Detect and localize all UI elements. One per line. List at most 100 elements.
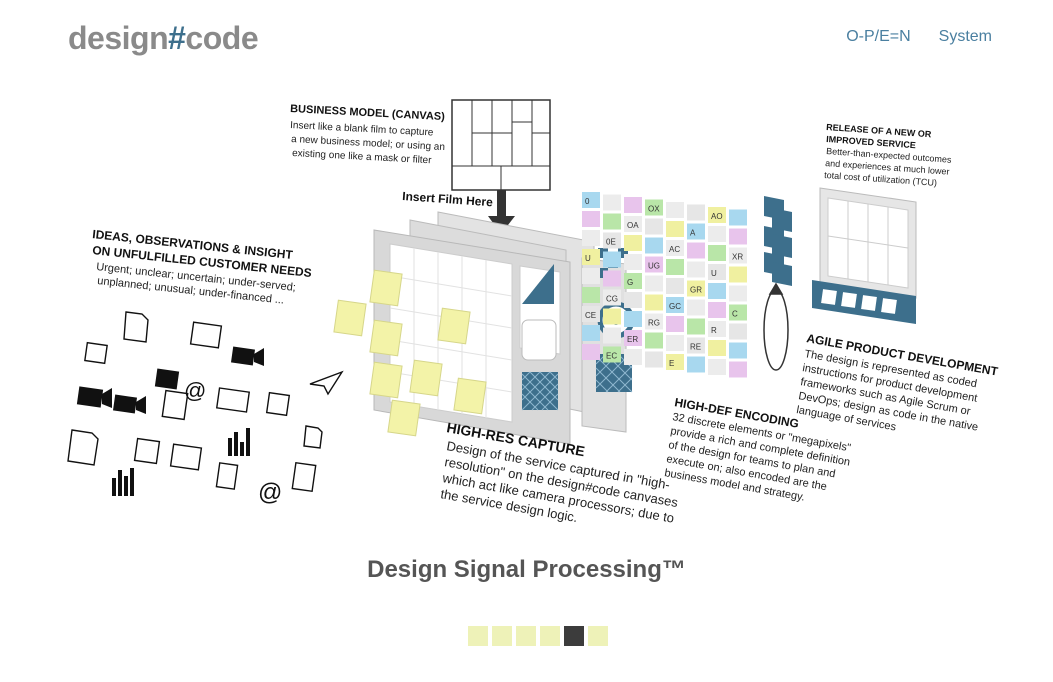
nav-link-system[interactable]: System xyxy=(938,28,992,45)
encoding-cell xyxy=(582,325,600,341)
bar-chart-icon xyxy=(112,468,134,496)
encoding-cell xyxy=(729,228,747,245)
encoding-cell xyxy=(666,259,684,275)
envelope-icon xyxy=(215,387,251,413)
encoding-cell xyxy=(666,278,684,294)
encoding-cell xyxy=(582,344,600,360)
release-service-panel xyxy=(812,187,917,324)
book-icon xyxy=(265,391,291,417)
encoding-code-label: A xyxy=(690,229,696,238)
encoding-cell xyxy=(645,218,663,235)
encoding-code-label: XR xyxy=(732,253,743,262)
encoding-cell xyxy=(687,223,705,240)
ideas-icon-cloud xyxy=(67,311,344,493)
photo-stack-icon xyxy=(161,389,189,421)
encoding-cell xyxy=(708,264,726,280)
encoding-cell xyxy=(645,256,663,273)
business-model-canvas xyxy=(451,99,551,191)
site-logo[interactable]: design#code xyxy=(68,20,259,57)
encoding-code-label: GR xyxy=(690,286,702,295)
encoding-cell xyxy=(708,302,726,318)
encoding-cell xyxy=(645,351,663,368)
encoding-cell xyxy=(666,297,684,313)
encoding-code-label: RE xyxy=(690,343,701,352)
logo-hash: # xyxy=(168,20,186,56)
encoding-cell xyxy=(645,294,663,311)
encoding-cell xyxy=(666,240,684,256)
encoding-cell xyxy=(603,232,621,249)
encoding-cell xyxy=(687,318,705,335)
encoding-cell xyxy=(603,194,621,211)
encoding-cell xyxy=(708,245,726,261)
nav-link-open[interactable]: O-P/E=N xyxy=(846,28,911,45)
encoding-cell xyxy=(582,268,600,284)
encoding-cell xyxy=(708,283,726,299)
encoding-cell xyxy=(687,204,705,221)
encoding-code-label: U xyxy=(585,254,591,263)
encoding-code-label: 0E xyxy=(606,238,616,247)
design-signal-processing-diagram: BUSINESS MODEL (CANVAS) Insert like a bl… xyxy=(67,99,1000,526)
encoding-cell xyxy=(624,349,642,365)
at-sign-icon: @ xyxy=(258,479,282,506)
encoding-code-label: E xyxy=(669,359,674,368)
attachment-icon xyxy=(291,461,317,493)
encoding-code-label: RG xyxy=(648,319,660,328)
at-sign-icon: @ xyxy=(184,378,206,403)
chat-bubble-icon xyxy=(154,368,180,390)
pager-dot[interactable] xyxy=(564,626,584,646)
encoding-cell xyxy=(666,221,684,237)
encoding-cell xyxy=(603,251,621,268)
business-model-title: BUSINESS MODEL (CANVAS) xyxy=(290,103,446,123)
pager-dot[interactable] xyxy=(516,626,536,646)
pager-dot[interactable] xyxy=(468,626,488,646)
encoding-cell xyxy=(645,332,663,349)
hero-illustration: BUSINESS MODEL (CANVAS) Insert like a bl… xyxy=(60,92,1020,552)
encoding-cell xyxy=(582,287,600,303)
encoding-cell xyxy=(603,289,621,306)
encoding-code-label: C xyxy=(732,310,738,319)
video-camera-icon xyxy=(112,394,146,414)
calendar-icon xyxy=(133,437,161,465)
encoding-cell xyxy=(603,308,621,325)
document-icon xyxy=(303,425,323,449)
encoding-code-label: U xyxy=(711,269,717,278)
encoding-cell xyxy=(645,237,663,254)
pager-dot[interactable] xyxy=(492,626,512,646)
encoding-code-label: UG xyxy=(648,262,660,271)
checklist-icon xyxy=(189,321,223,349)
encoding-cell xyxy=(666,316,684,332)
logo-text-code: code xyxy=(185,20,259,56)
encoding-cell xyxy=(729,209,747,226)
encoding-cell xyxy=(708,340,726,356)
encoding-cell xyxy=(624,197,642,213)
encoding-cell xyxy=(729,304,747,321)
encoding-cell xyxy=(624,216,642,232)
calendar-icon xyxy=(84,341,108,365)
encoding-cell xyxy=(624,254,642,270)
encoding-cell xyxy=(666,335,684,351)
encoding-code-label: CG xyxy=(606,295,618,304)
encoding-cell xyxy=(582,211,600,227)
encoding-cell xyxy=(687,299,705,316)
encoding-code-label: 0 xyxy=(585,197,590,206)
encoding-code-label: OX xyxy=(648,205,660,214)
top-nav: O-P/E=N System xyxy=(846,28,992,46)
encoding-cell xyxy=(729,361,747,378)
encoding-cell xyxy=(624,292,642,308)
encoding-code-label: AO xyxy=(711,212,723,221)
video-camera-icon xyxy=(230,346,264,366)
logo-text-design: design xyxy=(68,20,169,56)
encoding-cell xyxy=(666,354,684,370)
insert-film-label: Insert Film Here xyxy=(402,189,494,209)
pager-dot[interactable] xyxy=(540,626,560,646)
video-camera-icon xyxy=(76,386,112,408)
encoding-code-label: AC xyxy=(669,245,680,254)
ideas-icon-solid xyxy=(76,346,264,496)
encoding-code-label: G xyxy=(627,278,633,287)
encoding-cell xyxy=(687,261,705,278)
encoding-cell xyxy=(645,199,663,216)
encoding-cell xyxy=(603,327,621,344)
pager-dot[interactable] xyxy=(588,626,608,646)
encoding-cell xyxy=(729,247,747,264)
slide-pager xyxy=(468,626,608,646)
